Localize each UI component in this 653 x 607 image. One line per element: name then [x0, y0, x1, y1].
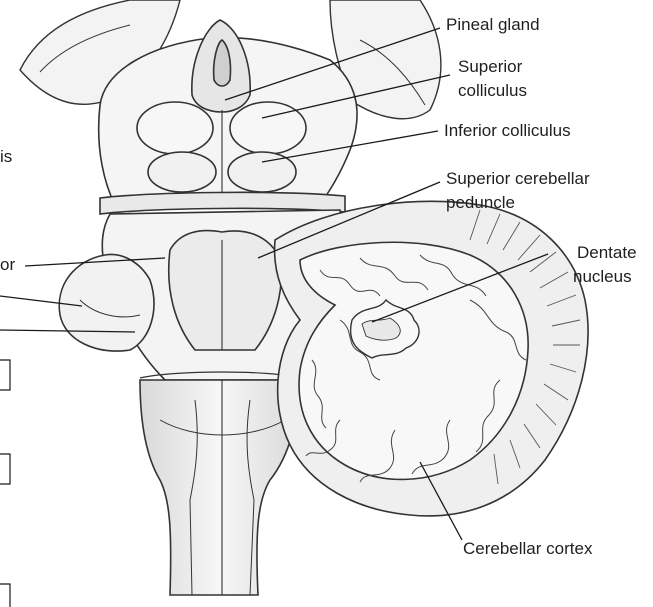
cropped-box-1	[0, 360, 10, 390]
label-superior-cerebellar-peduncle-line1: Superior cerebellar	[446, 168, 590, 190]
right-superior-colliculus	[230, 102, 306, 154]
label-cropped-left-1: is	[0, 146, 12, 168]
label-inferior-colliculus: Inferior colliculus	[444, 120, 571, 142]
label-cropped-left-2: or	[0, 254, 15, 276]
superior-medullary-velum	[169, 231, 282, 350]
cropped-label-boxes	[0, 360, 10, 607]
label-superior-cerebellar-peduncle-line2: peduncle	[446, 192, 515, 214]
cerebellum	[275, 201, 588, 516]
label-superior-colliculus-line2: colliculus	[458, 80, 527, 102]
cropped-box-2	[0, 454, 10, 484]
label-dentate-nucleus-line2: nucleus	[573, 266, 632, 288]
medulla	[140, 380, 300, 595]
label-cerebellar-cortex: Cerebellar cortex	[463, 538, 592, 560]
label-pineal-gland: Pineal gland	[446, 14, 540, 36]
left-superior-colliculus	[137, 102, 213, 154]
left-peduncle-bulge	[59, 254, 154, 350]
cropped-box-3	[0, 584, 10, 607]
label-superior-colliculus-line1: Superior	[458, 56, 522, 78]
left-inferior-colliculus	[148, 152, 216, 192]
label-dentate-nucleus-line1: Dentate	[577, 242, 637, 264]
